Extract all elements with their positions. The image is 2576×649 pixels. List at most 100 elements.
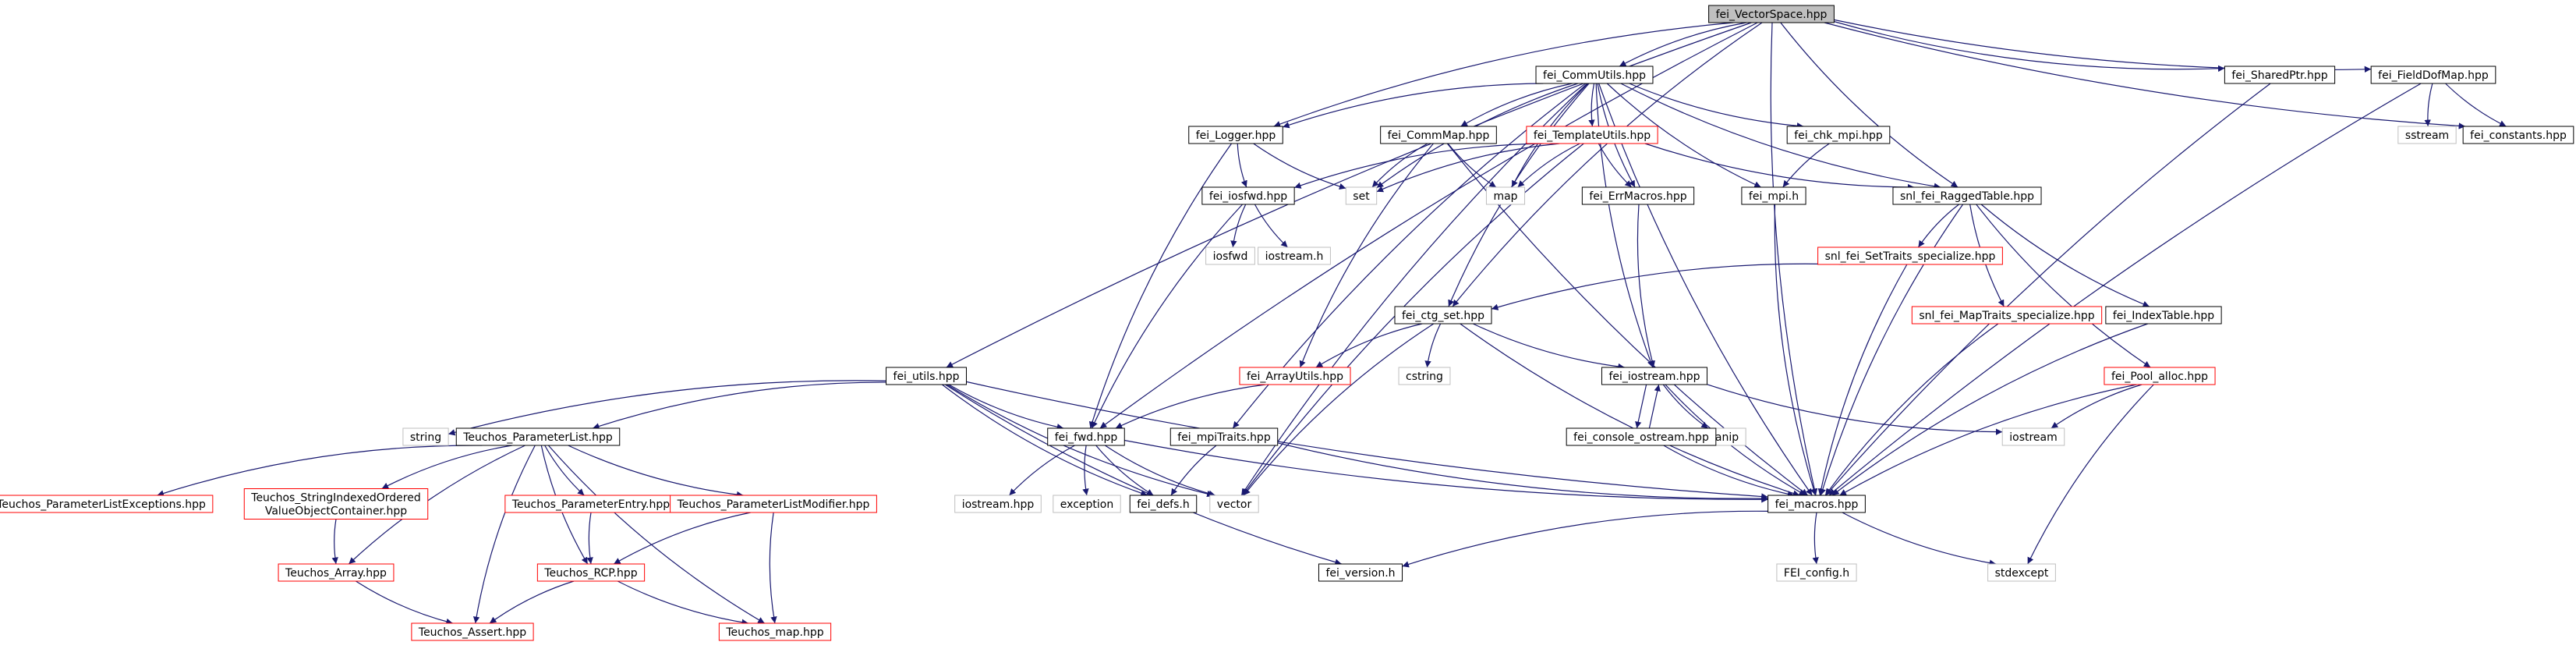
node-box	[1566, 427, 1717, 446]
node-iostream_h: iostream.h	[1258, 246, 1331, 265]
node-box	[243, 488, 429, 520]
node-box	[1188, 126, 1283, 144]
edge-macros-to-feiconfig	[1812, 512, 1819, 565]
node-teuchos_map[interactable]: Teuchos_map.hpp	[718, 622, 832, 641]
node-macros[interactable]: fei_macros.hpp	[1767, 495, 1866, 513]
node-box	[1201, 186, 1295, 205]
node-mpi_h[interactable]: fei_mpi.h	[1741, 186, 1806, 205]
node-consoleostream[interactable]: fei_console_ostream.hpp	[1566, 427, 1717, 446]
node-stringindexed[interactable]: Teuchos_StringIndexedOrderedValueObjectC…	[243, 488, 429, 520]
node-fielddofmap[interactable]: fei_FieldDofMap.hpp	[2370, 66, 2496, 84]
node-sharedptr[interactable]: fei_SharedPtr.hpp	[2224, 66, 2336, 84]
edge-raggedtable-to-indextable	[1980, 204, 2150, 307]
node-box	[1485, 186, 1526, 205]
node-raggedtable[interactable]: snl_fei_RaggedTable.hpp	[1892, 186, 2042, 205]
node-mpitraits[interactable]: fei_mpiTraits.hpp	[1169, 427, 1279, 446]
node-iostream_hpp[interactable]: fei_iostream.hpp	[1601, 367, 1708, 385]
node-teuchos_assert[interactable]: Teuchos_Assert.hpp	[411, 622, 534, 641]
node-box	[1708, 5, 1835, 23]
node-label: fei_VectorSpace.hpp	[1716, 9, 1828, 21]
edge-root-to-ctgset	[1452, 22, 1763, 307]
node-box	[1767, 495, 1866, 513]
edge-settraits-to-macros	[1817, 264, 1908, 496]
node-box	[2224, 66, 2336, 84]
node-label: fei_CommMap.hpp	[1388, 129, 1490, 142]
edge-settraits-to-ctgset	[1491, 263, 1843, 310]
edge-maptraits-to-macros	[1824, 323, 1999, 496]
node-label: fei_mpiTraits.hpp	[1177, 431, 1271, 444]
edge-utils-to-fei_fwd	[948, 384, 1064, 431]
node-box	[1053, 495, 1121, 513]
node-box	[1169, 427, 1279, 446]
node-templateutils[interactable]: fei_TemplateUtils.hpp	[1526, 126, 1658, 144]
node-paramlist[interactable]: Teuchos_ParameterList.hpp	[455, 427, 621, 446]
node-box	[1209, 495, 1259, 513]
edge-root-to-fei_fwd	[1099, 22, 1758, 429]
edge-macros-to-version	[1402, 510, 1768, 568]
node-logger[interactable]: fei_Logger.hpp	[1188, 126, 1283, 144]
node-label: Teuchos_ParameterEntry.hpp	[511, 498, 670, 511]
node-label: fei_iostream.hpp	[1608, 371, 1700, 383]
node-box	[1398, 367, 1451, 385]
node-errmacros[interactable]: fei_ErrMacros.hpp	[1581, 186, 1695, 205]
node-settraits[interactable]: snl_fei_SetTraits_specialize.hpp	[1817, 246, 2003, 265]
edge-root-to-logger	[1273, 22, 1734, 128]
edge-fei_fwd-to-defs	[1095, 445, 1154, 496]
node-constants[interactable]: fei_constants.hpp	[2462, 126, 2574, 144]
node-iosfwd_hpp[interactable]: fei_iosfwd.hpp	[1201, 186, 1295, 205]
node-arrayutils[interactable]: fei_ArrayUtils.hpp	[1239, 367, 1351, 385]
node-maptraits[interactable]: snl_fei_MapTraits_specialize.hpp	[1911, 306, 2103, 324]
node-box	[1601, 367, 1708, 385]
node-fei_fwd[interactable]: fei_fwd.hpp	[1047, 427, 1125, 446]
edge-raggedtable-to-poolalloc	[1976, 204, 2151, 368]
node-box	[2104, 367, 2216, 385]
edge-iostream_hpp-to-consoleostream	[1635, 384, 1647, 429]
node-box	[278, 563, 395, 582]
node-box	[1047, 427, 1125, 446]
node-box	[1786, 126, 1891, 144]
node-indextable[interactable]: fei_IndexTable.hpp	[2105, 306, 2222, 324]
node-commmap[interactable]: fei_CommMap.hpp	[1380, 126, 1497, 144]
edge-paramlist-to-teuchos_map	[547, 445, 765, 624]
edge-root-to-macros	[1770, 22, 1818, 496]
node-utils[interactable]: fei_utils.hpp	[886, 367, 967, 385]
node-commutils[interactable]: fei_CommUtils.hpp	[1535, 66, 1654, 84]
node-poolalloc[interactable]: fei_Pool_alloc.hpp	[2104, 367, 2216, 385]
node-chkmpi[interactable]: fei_chk_mpi.hpp	[1786, 126, 1891, 144]
node-box	[1318, 563, 1403, 582]
node-iostream_hpp2: iostream.hpp	[954, 495, 1042, 513]
edge-poolalloc-to-macros	[1839, 384, 2137, 496]
node-teuchos_rcp[interactable]: Teuchos_RCP.hpp	[536, 563, 646, 582]
node-box	[1741, 186, 1806, 205]
node-label: stdexcept	[1995, 567, 2049, 580]
node-iosfwd: iosfwd	[1205, 246, 1255, 265]
node-label: fei_ErrMacros.hpp	[1589, 190, 1686, 203]
edge-consoleostream-to-iostream_hpp	[1648, 384, 1661, 429]
node-paramlistmodifier[interactable]: Teuchos_ParameterListModifier.hpp	[670, 495, 877, 513]
edge-mpitraits-to-defs	[1170, 445, 1217, 496]
node-teuchos_array[interactable]: Teuchos_Array.hpp	[278, 563, 395, 582]
node-paramentry[interactable]: Teuchos_ParameterEntry.hpp	[504, 495, 678, 513]
node-box	[954, 495, 1042, 513]
node-label: Teuchos_Assert.hpp	[418, 626, 526, 639]
node-version[interactable]: fei_version.h	[1318, 563, 1403, 582]
edge-ctgset-to-macros	[1460, 323, 1800, 497]
node-label: sstream	[2405, 129, 2449, 142]
edge-utils-to-paramlist	[593, 381, 886, 430]
node-box	[1581, 186, 1695, 205]
node-box	[718, 622, 832, 641]
edge-utils-to-vector	[947, 384, 1214, 498]
node-label: fei_TemplateUtils.hpp	[1534, 129, 1651, 142]
edge-commutils-to-commmap	[1460, 83, 1573, 127]
node-box	[2462, 126, 2574, 144]
node-label: fei_Logger.hpp	[1196, 129, 1276, 142]
node-paramlistexceptions[interactable]: Teuchos_ParameterListExceptions.hpp	[0, 495, 214, 513]
node-root[interactable]: fei_VectorSpace.hpp	[1708, 5, 1835, 23]
edge-iostream_hpp-to-iomanip	[1662, 384, 1709, 429]
node-defs[interactable]: fei_defs.h	[1129, 495, 1198, 513]
node-label: fei_macros.hpp	[1775, 498, 1859, 511]
edge-commutils-to-logger	[1283, 83, 1544, 129]
node-label: Teuchos_StringIndexedOrdered	[250, 492, 420, 505]
edge-commutils-to-iostream_hpp	[1595, 83, 1654, 368]
node-ctgset[interactable]: fei_ctg_set.hpp	[1394, 306, 1492, 324]
